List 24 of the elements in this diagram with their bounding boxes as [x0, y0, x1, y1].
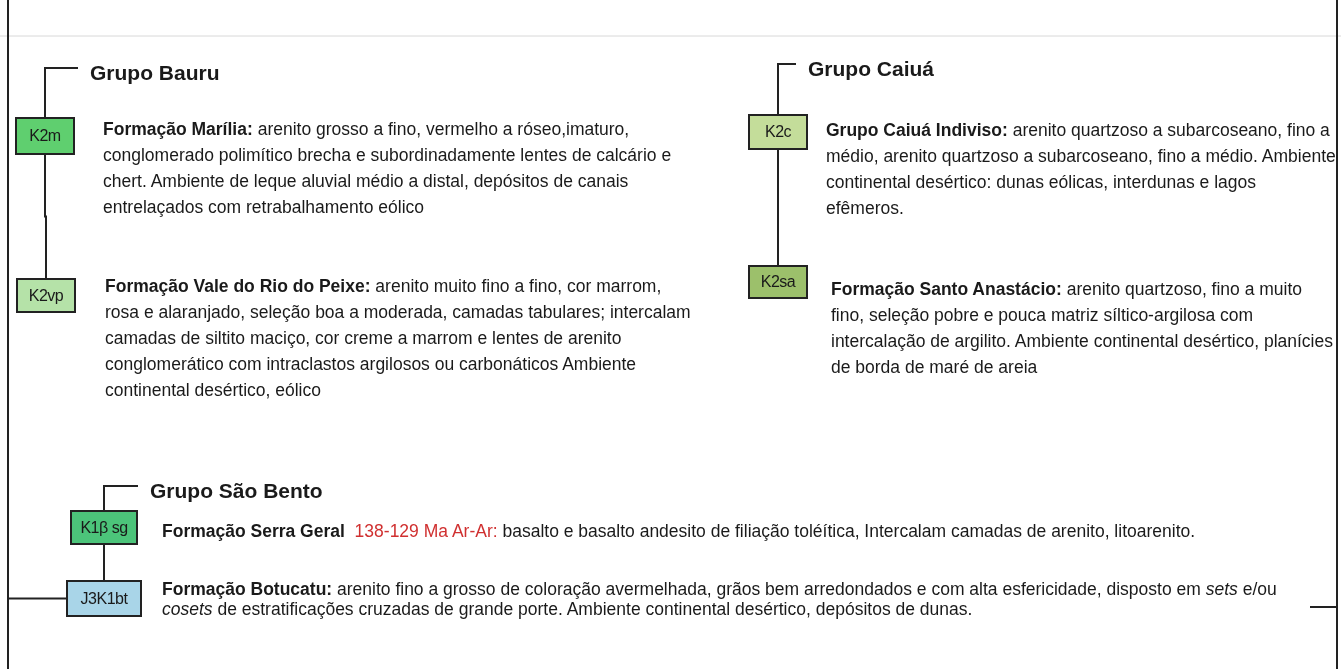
unit-code-box: K2c — [748, 114, 808, 150]
connector-line — [8, 597, 67, 600]
connector-line — [777, 149, 779, 266]
connector-line — [44, 154, 47, 279]
connector-line — [777, 63, 797, 115]
formation-name: Formação Serra Geral — [162, 521, 345, 541]
formation-description: Grupo Caiuá Indiviso: arenito quartzoso a subarcoseano, fino a médio, arenito quartzoso a subarcoseano, fino a médio. Ambiente continental desértico: dunas eólicas, interdunas e lagos efêmeros. — [826, 119, 1336, 220]
age-label: 138-129 Ma Ar-Ar: — [354, 521, 498, 541]
unit-code-box: K2sa — [748, 265, 808, 299]
connector-line — [103, 544, 105, 581]
group-heading: Grupo Bauru — [78, 60, 220, 86]
formation-description: basalto e basalto andesito de filiação toléítica, Intercalam camadas de arenito, litoarenito. — [502, 521, 1196, 541]
unit-code-box: K2m — [15, 117, 75, 155]
connector-line — [103, 485, 139, 511]
formation-description: Formação Santo Anastácio: arenito quartzoso, fino a muito fino, seleção pobre e pouca matriz síltico-argilosa com intercalação de argilito. Ambiente continental desértico, planícies de borda de maré de areia — [831, 278, 1334, 379]
formation-description: Formação Botucatu: arenito fino a grosso de coloração avermelhada, grãos bem arredondados e com alta esfericidade, disposto em sets e/ou cosets de estratificações cruzadas de grande porte. Ambiente continental desértico, depósitos de dunas. — [162, 579, 1278, 619]
unit-code-box: K2vp — [16, 278, 76, 313]
formation-description: Formação Vale do Rio do Peixe: arenito muito fino a fino, cor marrom, rosa e alaranjado, seleção boa a moderada, camadas tabulares; intercalam camadas de siltito maciço, cor creme a marrom e lentes de arenito conglomerático com intraclastos argilosos ou carbonáticos Ambiente continental desértico, eólico — [105, 275, 692, 402]
unit-code-box: K1β sg — [70, 510, 138, 545]
connector-line — [44, 67, 79, 118]
unit-code-box: J3K1bt — [66, 580, 142, 617]
formation-description: Formação Marília: arenito grosso a fino, vermelho a róseo,imaturo, conglomerado polimítico brecha e subordinadamente lentes de calcário e chert. Ambiente de leque aluvial médio a distal, depósitos de canais entrelaçados com retrabalhamento eólico — [103, 118, 673, 219]
group-heading: Grupo São Bento — [138, 478, 323, 504]
group-heading: Grupo Caiuá — [796, 56, 934, 82]
